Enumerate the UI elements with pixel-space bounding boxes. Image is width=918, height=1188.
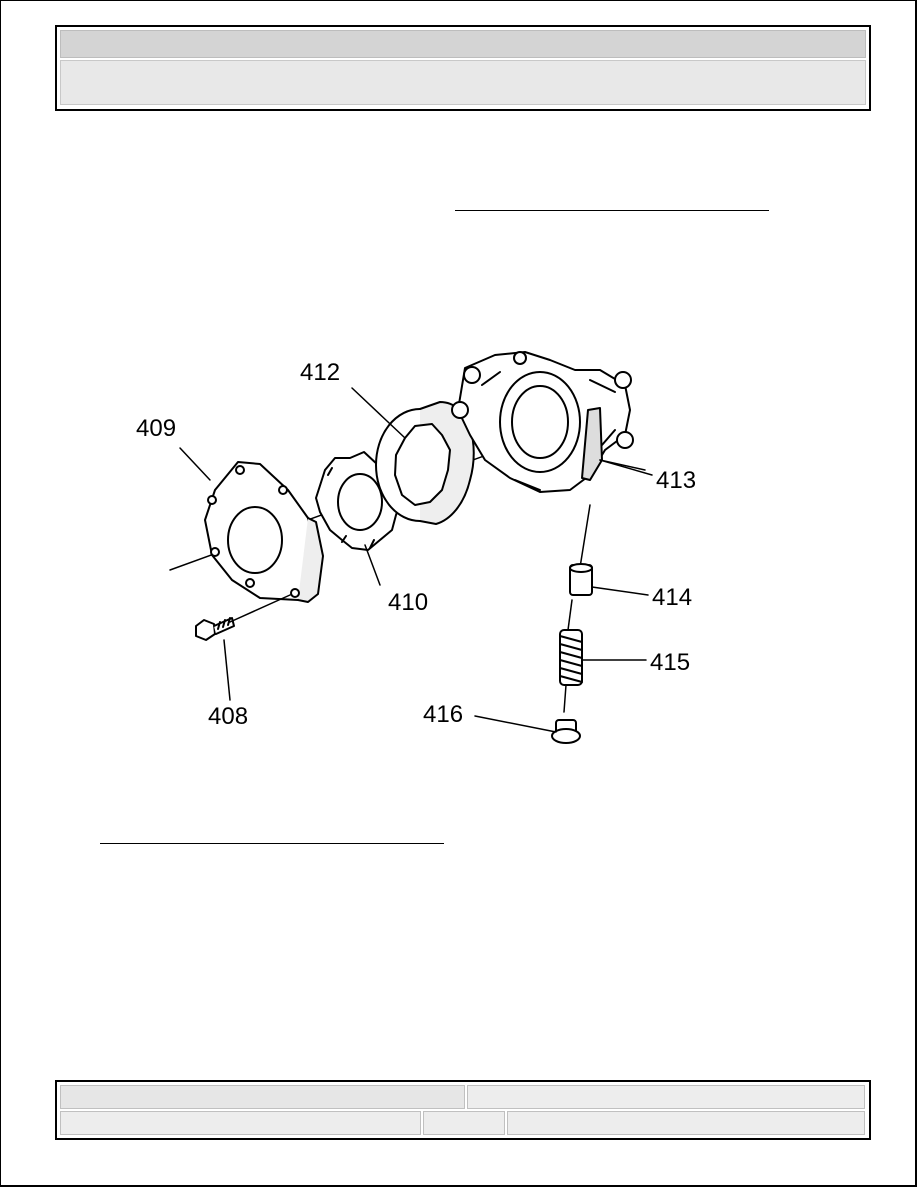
- outer-rotor: [375, 401, 475, 525]
- footer-cell-3: [60, 1111, 421, 1135]
- callout-414: 414: [652, 584, 692, 611]
- header-subtitle-bar: [60, 60, 866, 105]
- callout-415: 415: [650, 649, 690, 676]
- leader-408: [223, 639, 231, 701]
- callout-408: 408: [208, 703, 248, 730]
- footer-box: [55, 1080, 871, 1140]
- footer-cell-5: [507, 1111, 865, 1135]
- footer-cell-1: [60, 1085, 465, 1109]
- header-box: [55, 25, 871, 111]
- figure-caption-rule: [455, 210, 769, 211]
- leader-412: [351, 387, 406, 439]
- relief-valve-spring: [559, 629, 583, 686]
- leader-414: [591, 586, 649, 596]
- oil-pump-exploded-view: 409 412 410 413 414 415 416 408: [136, 351, 696, 744]
- callout-413: 413: [656, 467, 696, 494]
- header-title-bar: [60, 30, 866, 58]
- callout-409: 409: [136, 415, 176, 442]
- leader-410: [364, 544, 381, 586]
- callout-410: 410: [388, 589, 428, 616]
- leader-416: [474, 715, 557, 733]
- relief-valve-plug: [551, 719, 581, 744]
- pump-cover-plate: [204, 461, 324, 603]
- callout-416: 416: [423, 701, 463, 728]
- footer-cell-2: [467, 1085, 865, 1109]
- cover-bolt: [195, 594, 291, 641]
- leader-409: [179, 447, 211, 481]
- relief-valve: [569, 563, 593, 596]
- footer-cell-4: [423, 1111, 505, 1135]
- leader-413: [599, 459, 653, 476]
- pump-housing: [451, 351, 646, 493]
- section-rule: [100, 843, 444, 844]
- callout-412: 412: [300, 359, 340, 386]
